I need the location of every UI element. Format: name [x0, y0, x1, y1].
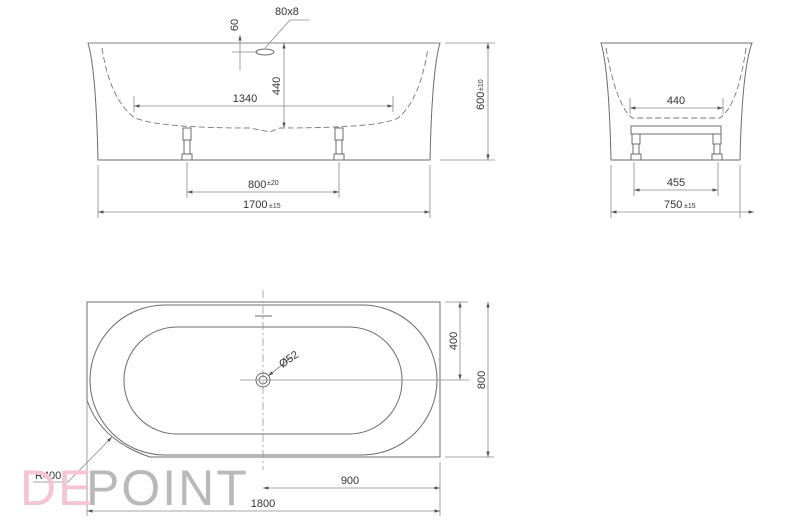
side-width-label: 750 — [664, 199, 682, 211]
side-inner-width-label: 440 — [667, 95, 685, 107]
side-feet-spacing-label: 455 — [667, 177, 685, 189]
top-outer-rect — [86, 301, 441, 458]
front-tub-outline — [87, 42, 441, 161]
brand-logo: DE POINT — [20, 460, 249, 516]
front-overflow — [255, 48, 275, 56]
front-inner-width-label: 1340 — [233, 93, 257, 105]
front-feet-spacing-tol: ±20 — [267, 180, 279, 187]
front-height-tol: ±10 — [478, 79, 485, 91]
front-overflow-size-label: 80x8 — [275, 6, 299, 18]
side-inner-basin — [605, 47, 747, 119]
logo-part-point: POINT — [86, 460, 249, 516]
front-feet-spacing-label: 800 — [248, 179, 266, 191]
top-view: Ø52 400 800 900 1800 R400 — [33, 290, 494, 516]
top-drain-position-label: 900 — [341, 475, 359, 487]
front-length-tol: ±15 — [269, 203, 281, 210]
front-inner-basin — [101, 47, 429, 133]
top-length-label: 1800 — [251, 498, 275, 510]
front-height-label: 600 — [475, 92, 487, 110]
front-length-label: 1700 — [243, 199, 267, 211]
top-corner-radius-label: R400 — [35, 470, 61, 482]
side-tub-outline — [600, 42, 753, 161]
front-feet — [181, 127, 345, 161]
top-drain-offset-label: 400 — [448, 332, 460, 350]
side-feet — [630, 125, 723, 161]
top-drain-diameter-label: Ø52 — [277, 349, 301, 371]
front-drain-offset-label: 60 — [229, 19, 241, 31]
side-view: 440 455 750 ±15 — [600, 42, 754, 218]
top-width-label: 800 — [476, 371, 488, 389]
front-inner-depth-label: 440 — [271, 77, 283, 95]
logo-part-de: DE — [20, 460, 93, 516]
side-width-tol: ±15 — [684, 203, 696, 210]
front-view: 60 80x8 440 1340 600 ±10 800 ±20 1700 ±1… — [87, 6, 495, 218]
